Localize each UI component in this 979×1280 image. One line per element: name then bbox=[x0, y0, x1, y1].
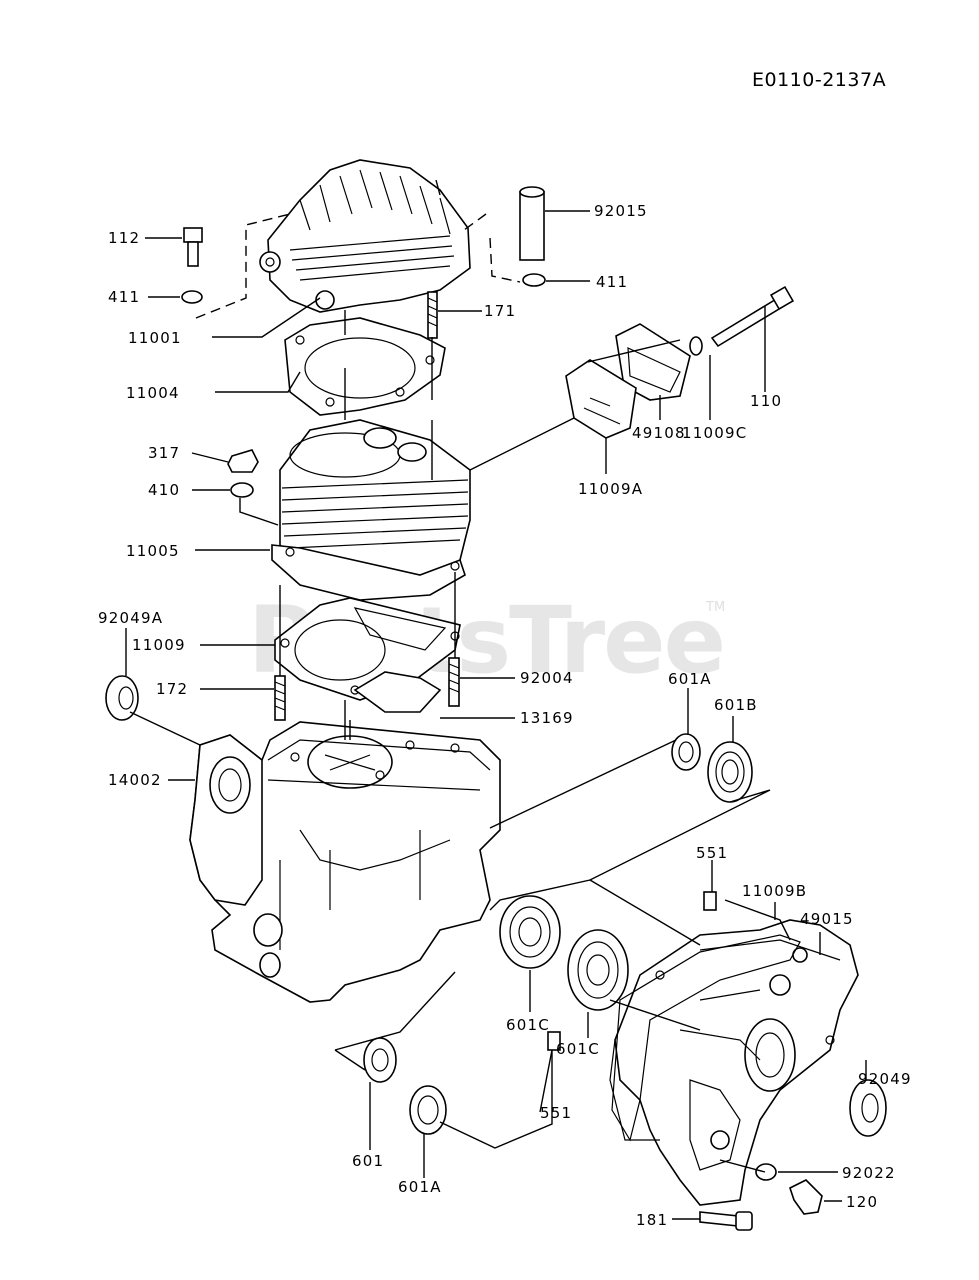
bolt-112-drawing bbox=[183, 227, 203, 267]
part-label: 110 bbox=[750, 392, 782, 410]
oil-seal-92049a-drawing bbox=[105, 675, 139, 721]
base-gasket-drawing bbox=[274, 597, 461, 701]
part-label: 11009 bbox=[132, 636, 186, 654]
part-label: 11005 bbox=[126, 542, 180, 560]
part-label: 13169 bbox=[520, 709, 574, 727]
collar-92015-drawing bbox=[519, 186, 545, 261]
part-label: 11009B bbox=[742, 882, 807, 900]
washer-92022-drawing bbox=[755, 1163, 777, 1181]
reference-code: E0110-2137A bbox=[752, 69, 886, 91]
dowel-pin-551-bottom-drawing bbox=[547, 1031, 561, 1051]
crankcase-drawing bbox=[189, 721, 501, 1003]
part-label: 11009C bbox=[682, 424, 747, 442]
part-label: 11001 bbox=[128, 329, 182, 347]
part-label: 551 bbox=[696, 844, 728, 862]
washer-410-drawing bbox=[230, 482, 254, 498]
part-label: 14002 bbox=[108, 771, 162, 789]
part-label: 49015 bbox=[800, 910, 854, 928]
part-label: 411 bbox=[108, 288, 140, 306]
part-label: 601C bbox=[556, 1040, 600, 1058]
part-label: 411 bbox=[596, 273, 628, 291]
part-label: 92004 bbox=[520, 669, 574, 687]
bearing-601c-right-drawing bbox=[567, 929, 629, 1011]
dowel-pin-551-top-drawing bbox=[703, 891, 717, 911]
bolt-181-drawing bbox=[699, 1211, 753, 1231]
bearing-601a-bottom-drawing bbox=[409, 1085, 447, 1135]
part-label: 601 bbox=[352, 1152, 384, 1170]
part-label: 171 bbox=[484, 302, 516, 320]
bearing-601b-drawing bbox=[707, 741, 753, 803]
part-label: 11004 bbox=[126, 384, 180, 402]
gasket-11009a-drawing bbox=[565, 359, 637, 439]
part-label: 551 bbox=[540, 1104, 572, 1122]
part-label: 11009A bbox=[578, 480, 643, 498]
part-label: 601A bbox=[398, 1178, 442, 1196]
part-label: 601A bbox=[668, 670, 712, 688]
washer-411-left-drawing bbox=[181, 290, 203, 304]
gasket-13169-drawing bbox=[353, 671, 442, 713]
bearing-601-drawing bbox=[363, 1037, 397, 1083]
cylinder-head-drawing bbox=[259, 159, 471, 313]
bearing-601a-top-drawing bbox=[671, 733, 701, 771]
part-label: 92015 bbox=[594, 202, 648, 220]
washer-11009c-drawing bbox=[689, 336, 703, 356]
part-label: 410 bbox=[148, 481, 180, 499]
part-label: 181 bbox=[636, 1211, 668, 1229]
fitting-120-drawing bbox=[789, 1179, 823, 1215]
bearing-601c-left-drawing bbox=[499, 895, 561, 969]
part-label: 601C bbox=[506, 1016, 550, 1034]
head-gasket-drawing bbox=[284, 317, 446, 416]
oil-seal-92049-drawing bbox=[849, 1079, 887, 1137]
part-label: 92049 bbox=[858, 1070, 912, 1088]
part-label: 92022 bbox=[842, 1164, 896, 1182]
nut-317-drawing bbox=[227, 449, 259, 473]
part-label: 49108 bbox=[632, 424, 686, 442]
crankcase-cover-drawing bbox=[609, 919, 859, 1206]
stud-drawings bbox=[274, 291, 460, 721]
leader-lines bbox=[125, 210, 867, 1220]
part-labels: 92015 112 411 411 171 11001 110 11004 11… bbox=[98, 202, 912, 1229]
part-label: 92049A bbox=[98, 609, 163, 627]
bolt-110-drawing bbox=[710, 285, 795, 348]
part-label: 120 bbox=[846, 1193, 878, 1211]
washer-411-right-drawing bbox=[522, 273, 546, 287]
part-label: 112 bbox=[108, 229, 140, 247]
part-label: 317 bbox=[148, 444, 180, 462]
assembly-guide-lines bbox=[129, 179, 791, 1173]
part-label: 172 bbox=[156, 680, 188, 698]
watermark-tm: TM bbox=[705, 600, 725, 615]
gasket-11009b-drawing bbox=[611, 934, 801, 1142]
cylinder-drawing bbox=[271, 419, 471, 601]
part-label: 601B bbox=[714, 696, 758, 714]
